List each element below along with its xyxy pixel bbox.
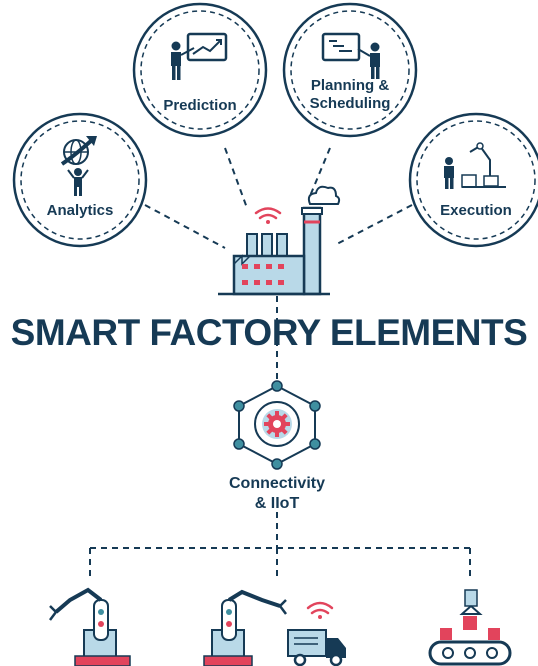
connector-planning: [309, 147, 331, 197]
prediction-label: Prediction: [163, 97, 237, 114]
analytics-node: [12, 112, 148, 248]
connector-execution: [334, 204, 413, 246]
execution-label: Execution: [440, 202, 512, 219]
truck-wifi-icon: [306, 601, 334, 619]
connectivity-hub-icon: [233, 380, 321, 470]
connector-prediction: [224, 147, 248, 209]
connectors: [89, 147, 471, 580]
factory-icon: [218, 185, 341, 296]
wifi-icon: [254, 207, 282, 224]
presentation-chart-icon: [171, 32, 228, 80]
conveyor-icon: [428, 589, 512, 666]
prediction-node: [132, 2, 268, 138]
cloud-icon: [307, 185, 341, 205]
planning-node: [282, 2, 418, 138]
globe-growth-icon: [60, 136, 97, 196]
execution-node: [408, 112, 538, 248]
connectivity-label: Connectivity & IIoT: [228, 475, 325, 512]
gantt-board-icon: [321, 32, 380, 79]
worker-robot-icon: [444, 142, 506, 189]
analytics-label: Analytics: [46, 202, 114, 219]
robot-arm-icon: [49, 587, 131, 666]
connector-analytics: [144, 204, 226, 249]
robot-truck-icon: [203, 589, 346, 666]
page-title: SMART FACTORY ELEMENTS: [10, 312, 528, 353]
planning-label: Planning & Scheduling: [309, 77, 391, 112]
